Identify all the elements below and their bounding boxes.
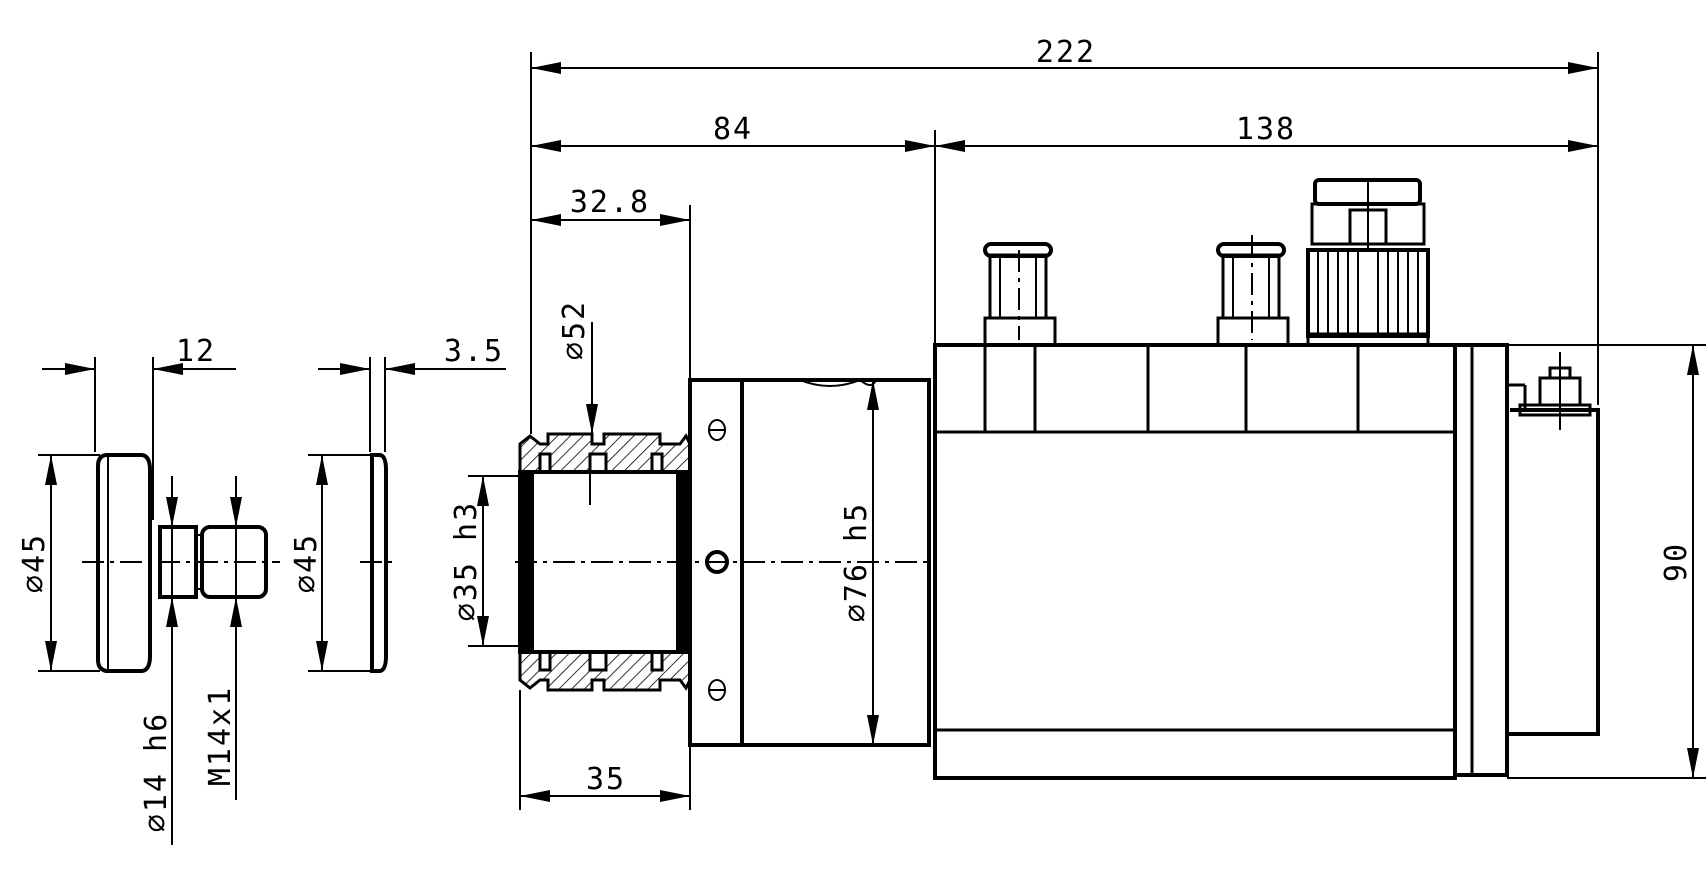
dim-text-shaft-diameter: ⌀14 h6	[139, 712, 174, 832]
dim-text-nose-diameter: ⌀35 h3	[449, 501, 484, 621]
dim-text-height: 90	[1659, 542, 1694, 582]
dim-text-collar-diameter: ⌀76 h5	[839, 502, 874, 622]
dimension-overall-length: 222	[530, 35, 1599, 434]
air-fitting-left	[983, 242, 1057, 347]
dimension-motor-length: 138	[935, 112, 1598, 152]
air-fitting-middle	[1216, 235, 1290, 347]
dim-text-groove-offset: 32.8	[570, 185, 650, 220]
spindle-nose	[515, 432, 820, 692]
dim-text-overall-length: 222	[1036, 35, 1096, 70]
dim-text-front-length: 84	[713, 112, 753, 147]
dim-text-cap-diameter: ⌀45	[289, 533, 324, 593]
screw-marks	[705, 419, 729, 701]
dimension-nose-diameter: ⌀35 h3	[449, 475, 520, 647]
dimension-cap-diameter: ⌀45	[289, 454, 376, 672]
dimension-cap-thickness: 3.5	[318, 334, 506, 452]
front-collar	[688, 378, 931, 747]
dimension-nut-width: 12	[42, 334, 236, 520]
dimension-groove-diameter: ⌀52	[557, 300, 598, 434]
dimension-collar-diameter: ⌀76 h5	[839, 380, 879, 745]
dim-text-cap-thickness: 3.5	[444, 334, 504, 369]
dim-text-nut-width: 12	[176, 334, 216, 369]
dim-text-nut-diameter: ⌀45	[17, 533, 52, 593]
end-cap-view	[360, 453, 392, 673]
dimension-thread: M14x1	[203, 476, 242, 800]
dim-text-thread: M14x1	[203, 686, 238, 786]
dimension-nose-length: 35	[519, 690, 691, 810]
dim-text-motor-length: 138	[1236, 112, 1296, 147]
clamping-nut-view	[82, 453, 280, 673]
motor-body	[933, 343, 1600, 780]
dim-text-nose-length: 35	[586, 762, 626, 797]
dimension-nut-diameter: ⌀45	[17, 454, 100, 672]
dim-text-groove-diameter: ⌀52	[557, 300, 592, 360]
dimension-shaft-diameter: ⌀14 h6	[139, 476, 178, 845]
connector-ribs	[1317, 252, 1419, 334]
dimension-front-length: 84	[531, 112, 936, 345]
dimension-height: 90	[1507, 344, 1706, 779]
electrical-connector	[1306, 178, 1430, 347]
dimension-groove-offset: 32.8	[531, 185, 691, 380]
